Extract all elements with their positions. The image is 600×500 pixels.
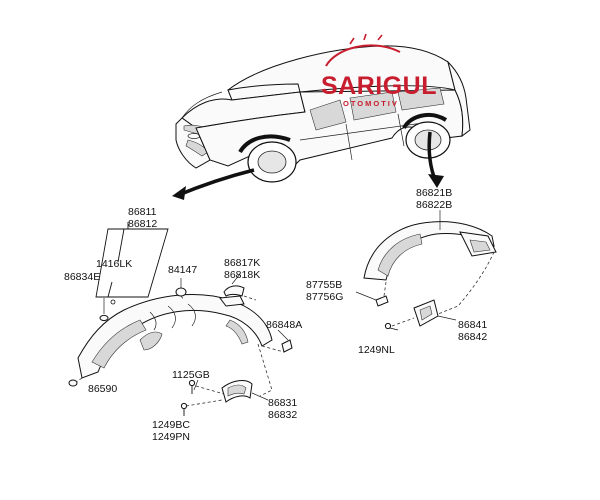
label-86812: 86812 [128, 218, 157, 230]
front-mud-guard [221, 380, 253, 403]
label-86818k: 86818K [224, 269, 260, 281]
label-1125gb: 1125GB [172, 369, 210, 381]
label-86811: 86811 [128, 206, 157, 218]
label-86590: 86590 [88, 383, 117, 395]
label-87755b: 87755B [306, 279, 342, 291]
rear-bracket [223, 273, 245, 297]
front-wheel [238, 134, 297, 183]
front-clip [99, 314, 109, 322]
label-86841: 86841 [458, 319, 487, 331]
rear-mud-guard [413, 299, 439, 327]
grommet [175, 278, 187, 297]
label-1249pn: 1249PN [152, 431, 190, 443]
label-1416lk: 1416LK [96, 258, 132, 270]
logo-subtitle: OTOMOTIV [343, 99, 399, 108]
label-86821b: 86821B [416, 187, 452, 199]
label-86834e: 86834E [64, 271, 100, 283]
label-84147: 84147 [168, 264, 197, 276]
label-1249nl: 1249NL [358, 344, 395, 356]
label-87756g: 87756G [306, 291, 343, 303]
screw-gb [188, 379, 196, 394]
brand-logo: SARIGUL OTOMOTIV [321, 33, 437, 108]
logo-name: SARIGUL [321, 72, 437, 100]
rear-screw [384, 322, 399, 331]
label-86848a: 86848A [266, 319, 302, 331]
label-86831: 86831 [268, 397, 297, 409]
bottom-clip [68, 377, 83, 387]
car-illustration [172, 45, 471, 200]
screw-bc [180, 402, 188, 416]
label-86842: 86842 [458, 331, 487, 343]
front-bolt [110, 299, 116, 305]
label-86817k: 86817K [224, 257, 260, 269]
label-86832: 86832 [268, 409, 297, 421]
part-labels: 86811 86812 1416LK 86834E 84147 86817K 8… [64, 187, 487, 443]
rear-liner-group [355, 210, 497, 331]
label-86822b: 86822B [416, 199, 452, 211]
label-1249bc: 1249BC [152, 419, 190, 431]
rear-mount [375, 295, 389, 307]
retainer [277, 329, 293, 353]
front-liner-group [68, 222, 293, 416]
